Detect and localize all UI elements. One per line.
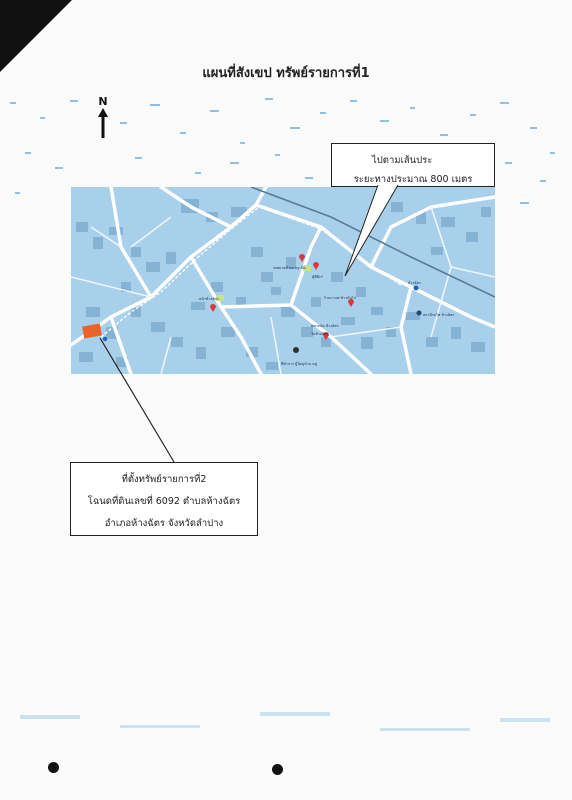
punch-hole	[48, 762, 59, 773]
property-callout: ที่ตั้งทรัพย์รายการที่2 โฉนดที่ดินเลขที่…	[70, 462, 258, 536]
map-image: เทศบาลตำบล by นิด ตู้ซีดีเก๋ หน้าห้างฉัต…	[71, 187, 495, 374]
map-label: สถานีรถไฟ ห้างฉัตร	[423, 312, 454, 317]
property-callout-line1: ที่ตั้งทรัพย์รายการที่2	[121, 474, 207, 485]
route-callout-pointer	[344, 184, 399, 277]
north-arrow-icon	[98, 108, 108, 138]
map-label: เทศบาลตำบล by นิด	[273, 266, 306, 270]
map-label: ห้างฉัตร	[408, 280, 421, 285]
page-title: แผนที่สังเขป ทรัพย์รายการที่1	[202, 66, 370, 81]
property-callout-pointer	[99, 337, 175, 463]
map-minor-roads	[71, 206, 495, 374]
property-marker	[82, 323, 102, 339]
map-label: ที่ทำการ ผู้ใหญ่บ้าน หมู่	[281, 361, 318, 366]
punch-hole	[272, 764, 283, 775]
park-area	[216, 295, 224, 301]
map-pins	[210, 254, 354, 340]
scan-corner-shadow	[0, 0, 72, 72]
map-label: ตลาดนัด ห้างฉัตร	[311, 323, 339, 328]
map-label: วัดห้างฉัตร	[311, 331, 328, 336]
office-pin	[293, 347, 299, 353]
route-dashed-line	[100, 206, 402, 338]
scan-speckle-top	[10, 98, 555, 204]
station-pin	[413, 285, 419, 291]
route-callout-line2: ระยะทางประมาณ 800 เมตร	[353, 174, 473, 185]
property-dot	[102, 336, 108, 342]
north-label: N	[98, 95, 108, 108]
map-railway	[250, 187, 495, 298]
route-callout-line1: ไปตามเส้นประ	[372, 155, 433, 166]
market-pin	[416, 310, 422, 316]
park-area	[303, 265, 311, 271]
route-callout: ไปตามเส้นประ ระยะทางประมาณ 800 เมตร	[331, 143, 495, 187]
property-callout-line3: อำเภอห้างฉัตร จังหวัดลำปาง	[104, 518, 224, 529]
map-label: หน้าห้างฉัตร	[199, 296, 219, 301]
map-label: ตู้ซีดีเก๋	[312, 274, 323, 279]
north-arrow: N	[96, 96, 110, 142]
map-graphic: เทศบาลตำบล by นิด ตู้ซีดีเก๋ หน้าห้างฉัต…	[71, 187, 495, 374]
scan-speckle-bottom	[20, 712, 550, 731]
map-label: ร้านกาแฟ ข้าวมันไก่	[324, 295, 356, 300]
property-callout-line2: โฉนดที่ดินเลขที่ 6092 ตำบลห้างฉัตร	[87, 496, 241, 507]
